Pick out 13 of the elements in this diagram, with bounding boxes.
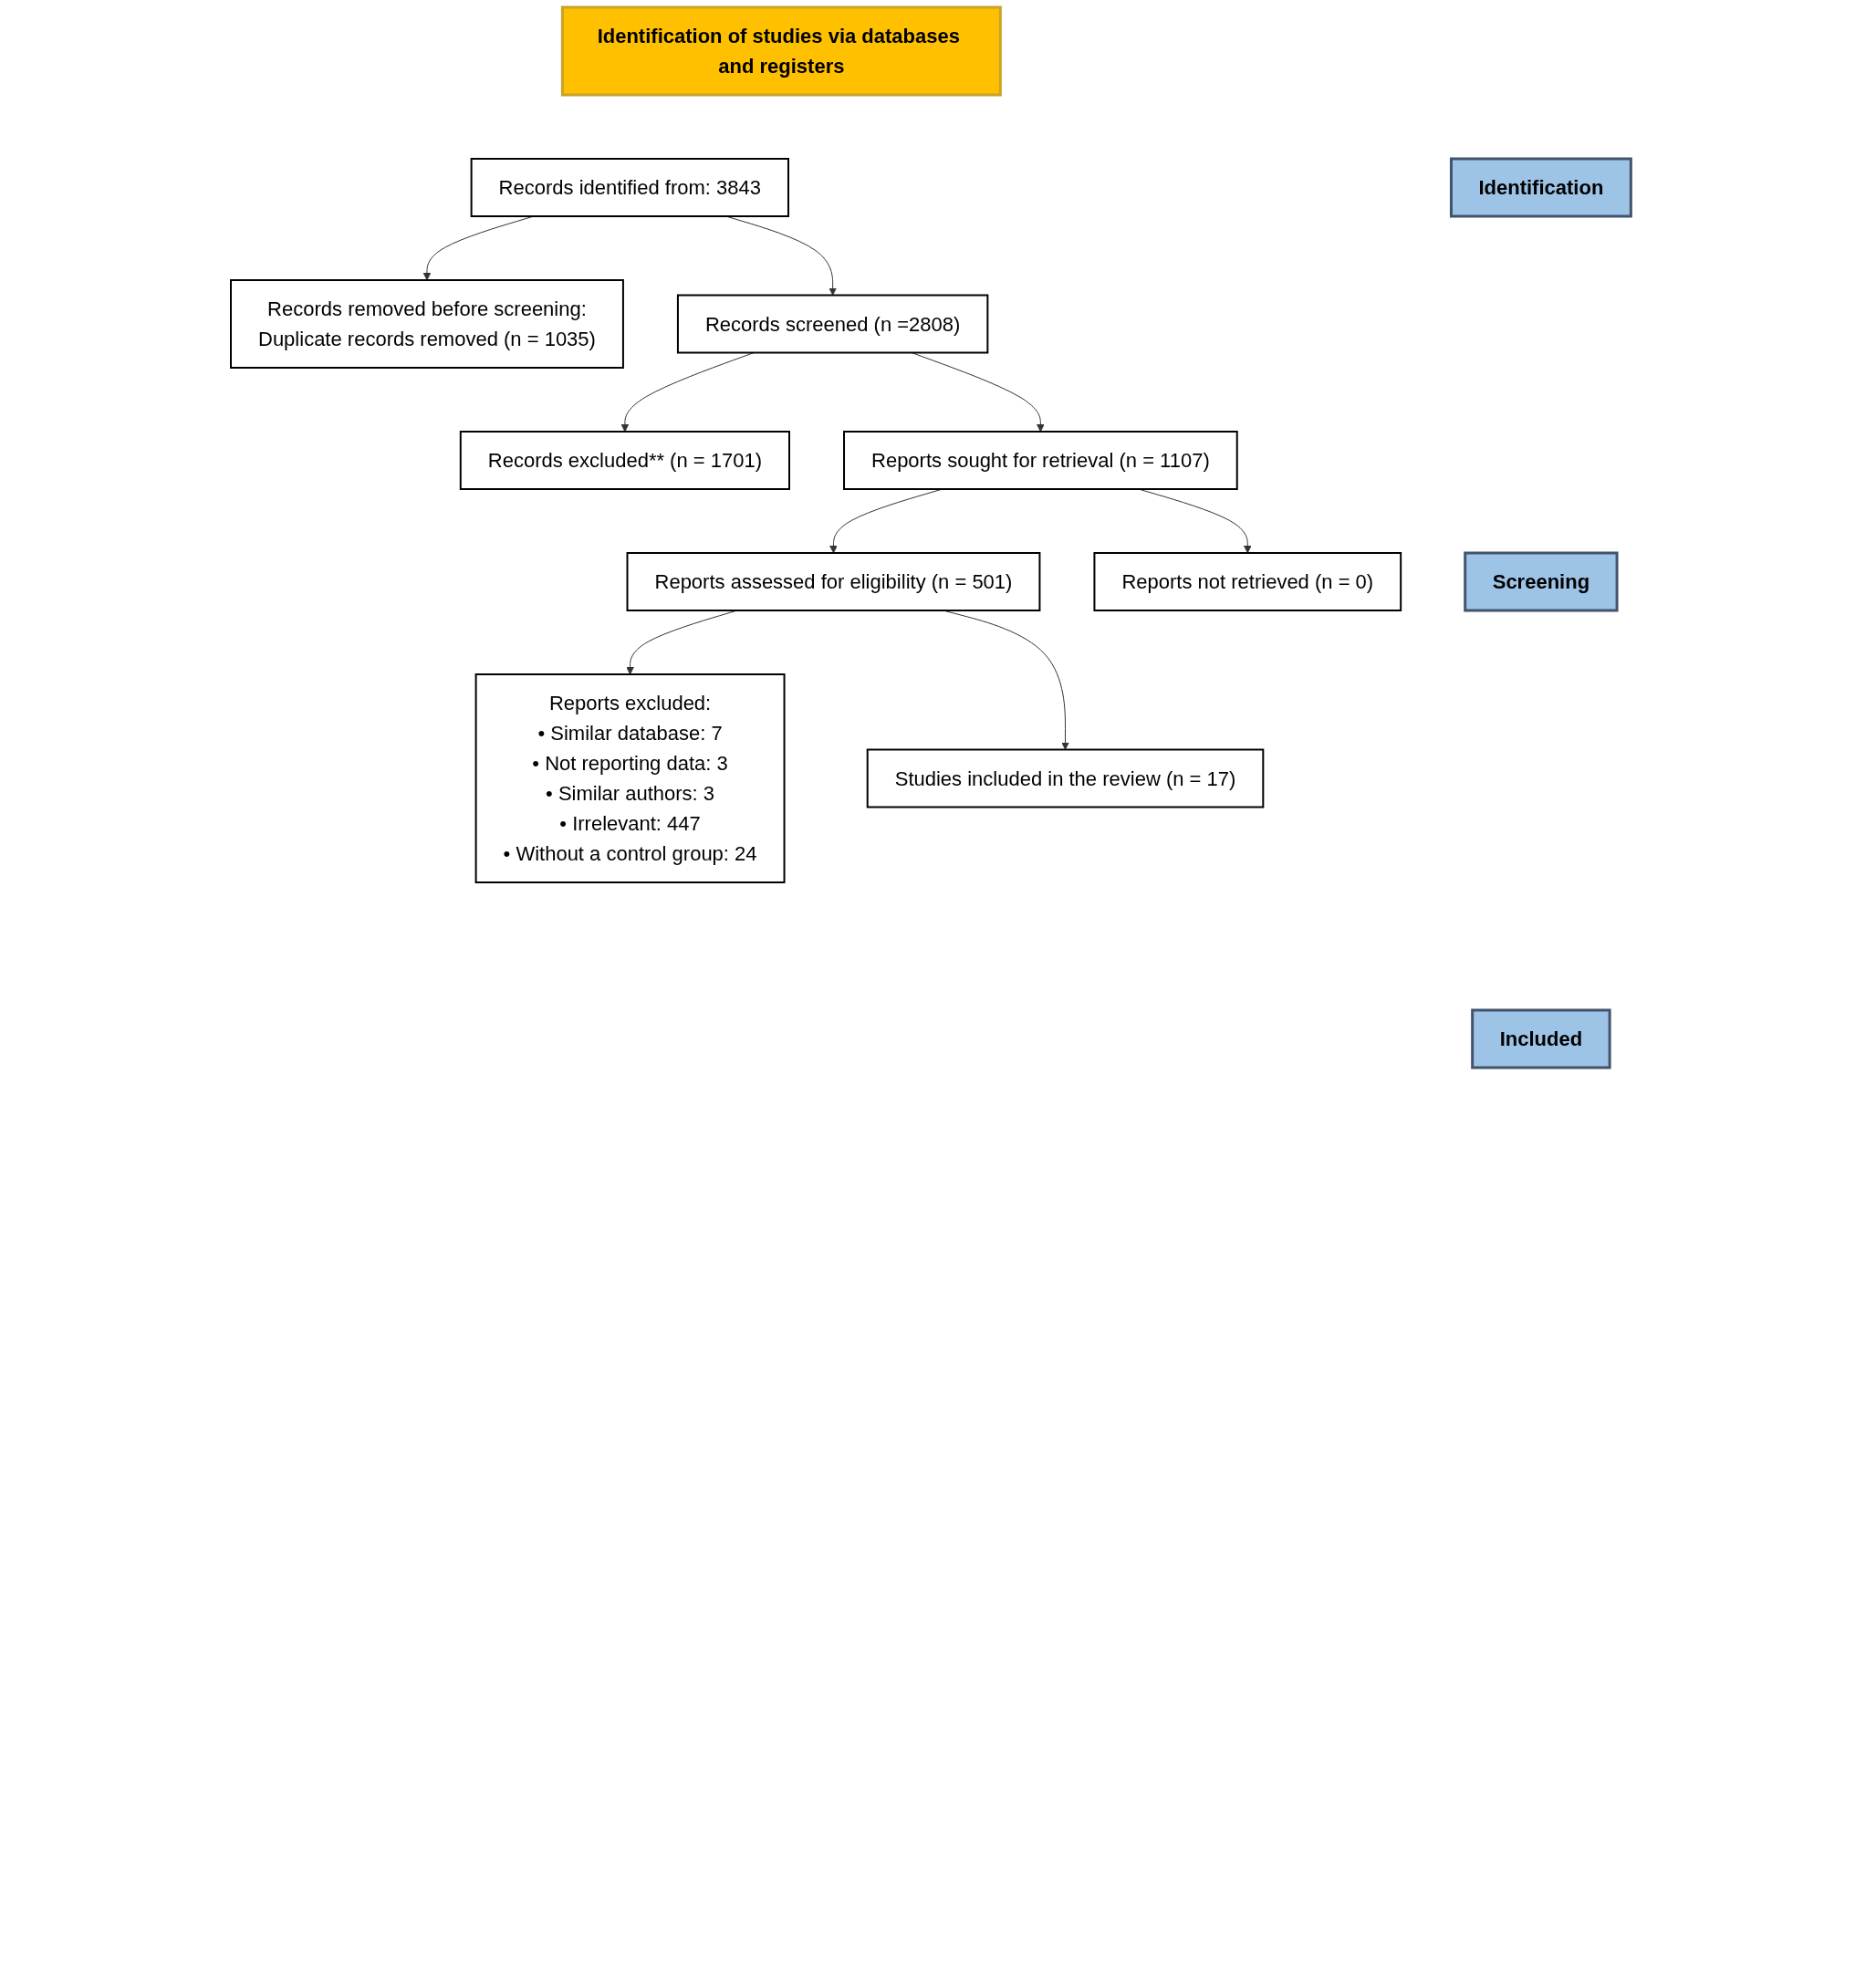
node-box: Reports not retrieved (n = 0) [1093,552,1402,611]
node-box: Screening [1464,551,1619,612]
node-box: Records screened (n =2808) [676,294,989,354]
node-box: Studies included in the review (n = 17) [866,748,1265,808]
node-box: Reports sought for retrieval (n = 1107) [842,431,1238,490]
node-box: Reports assessed for eligibility (n = 501) [626,552,1041,611]
node-box: Records removed before screening: Duplicate records removed (n = 1035) [229,279,624,369]
node-box: Records excluded** (n = 1701) [459,431,790,490]
node-box: Reports excluded: • Similar database: 7 • Not reporting data: 3 • Similar authors: 3 • Irrelevant: 447 • Without a control group: 24 [474,673,786,883]
node-box: Identification of studies via databases and registers [560,5,1002,97]
node-box: Included [1471,1008,1611,1069]
node-box: Records identified from: 3843 [470,158,789,217]
node-box: Identification [1449,157,1632,218]
